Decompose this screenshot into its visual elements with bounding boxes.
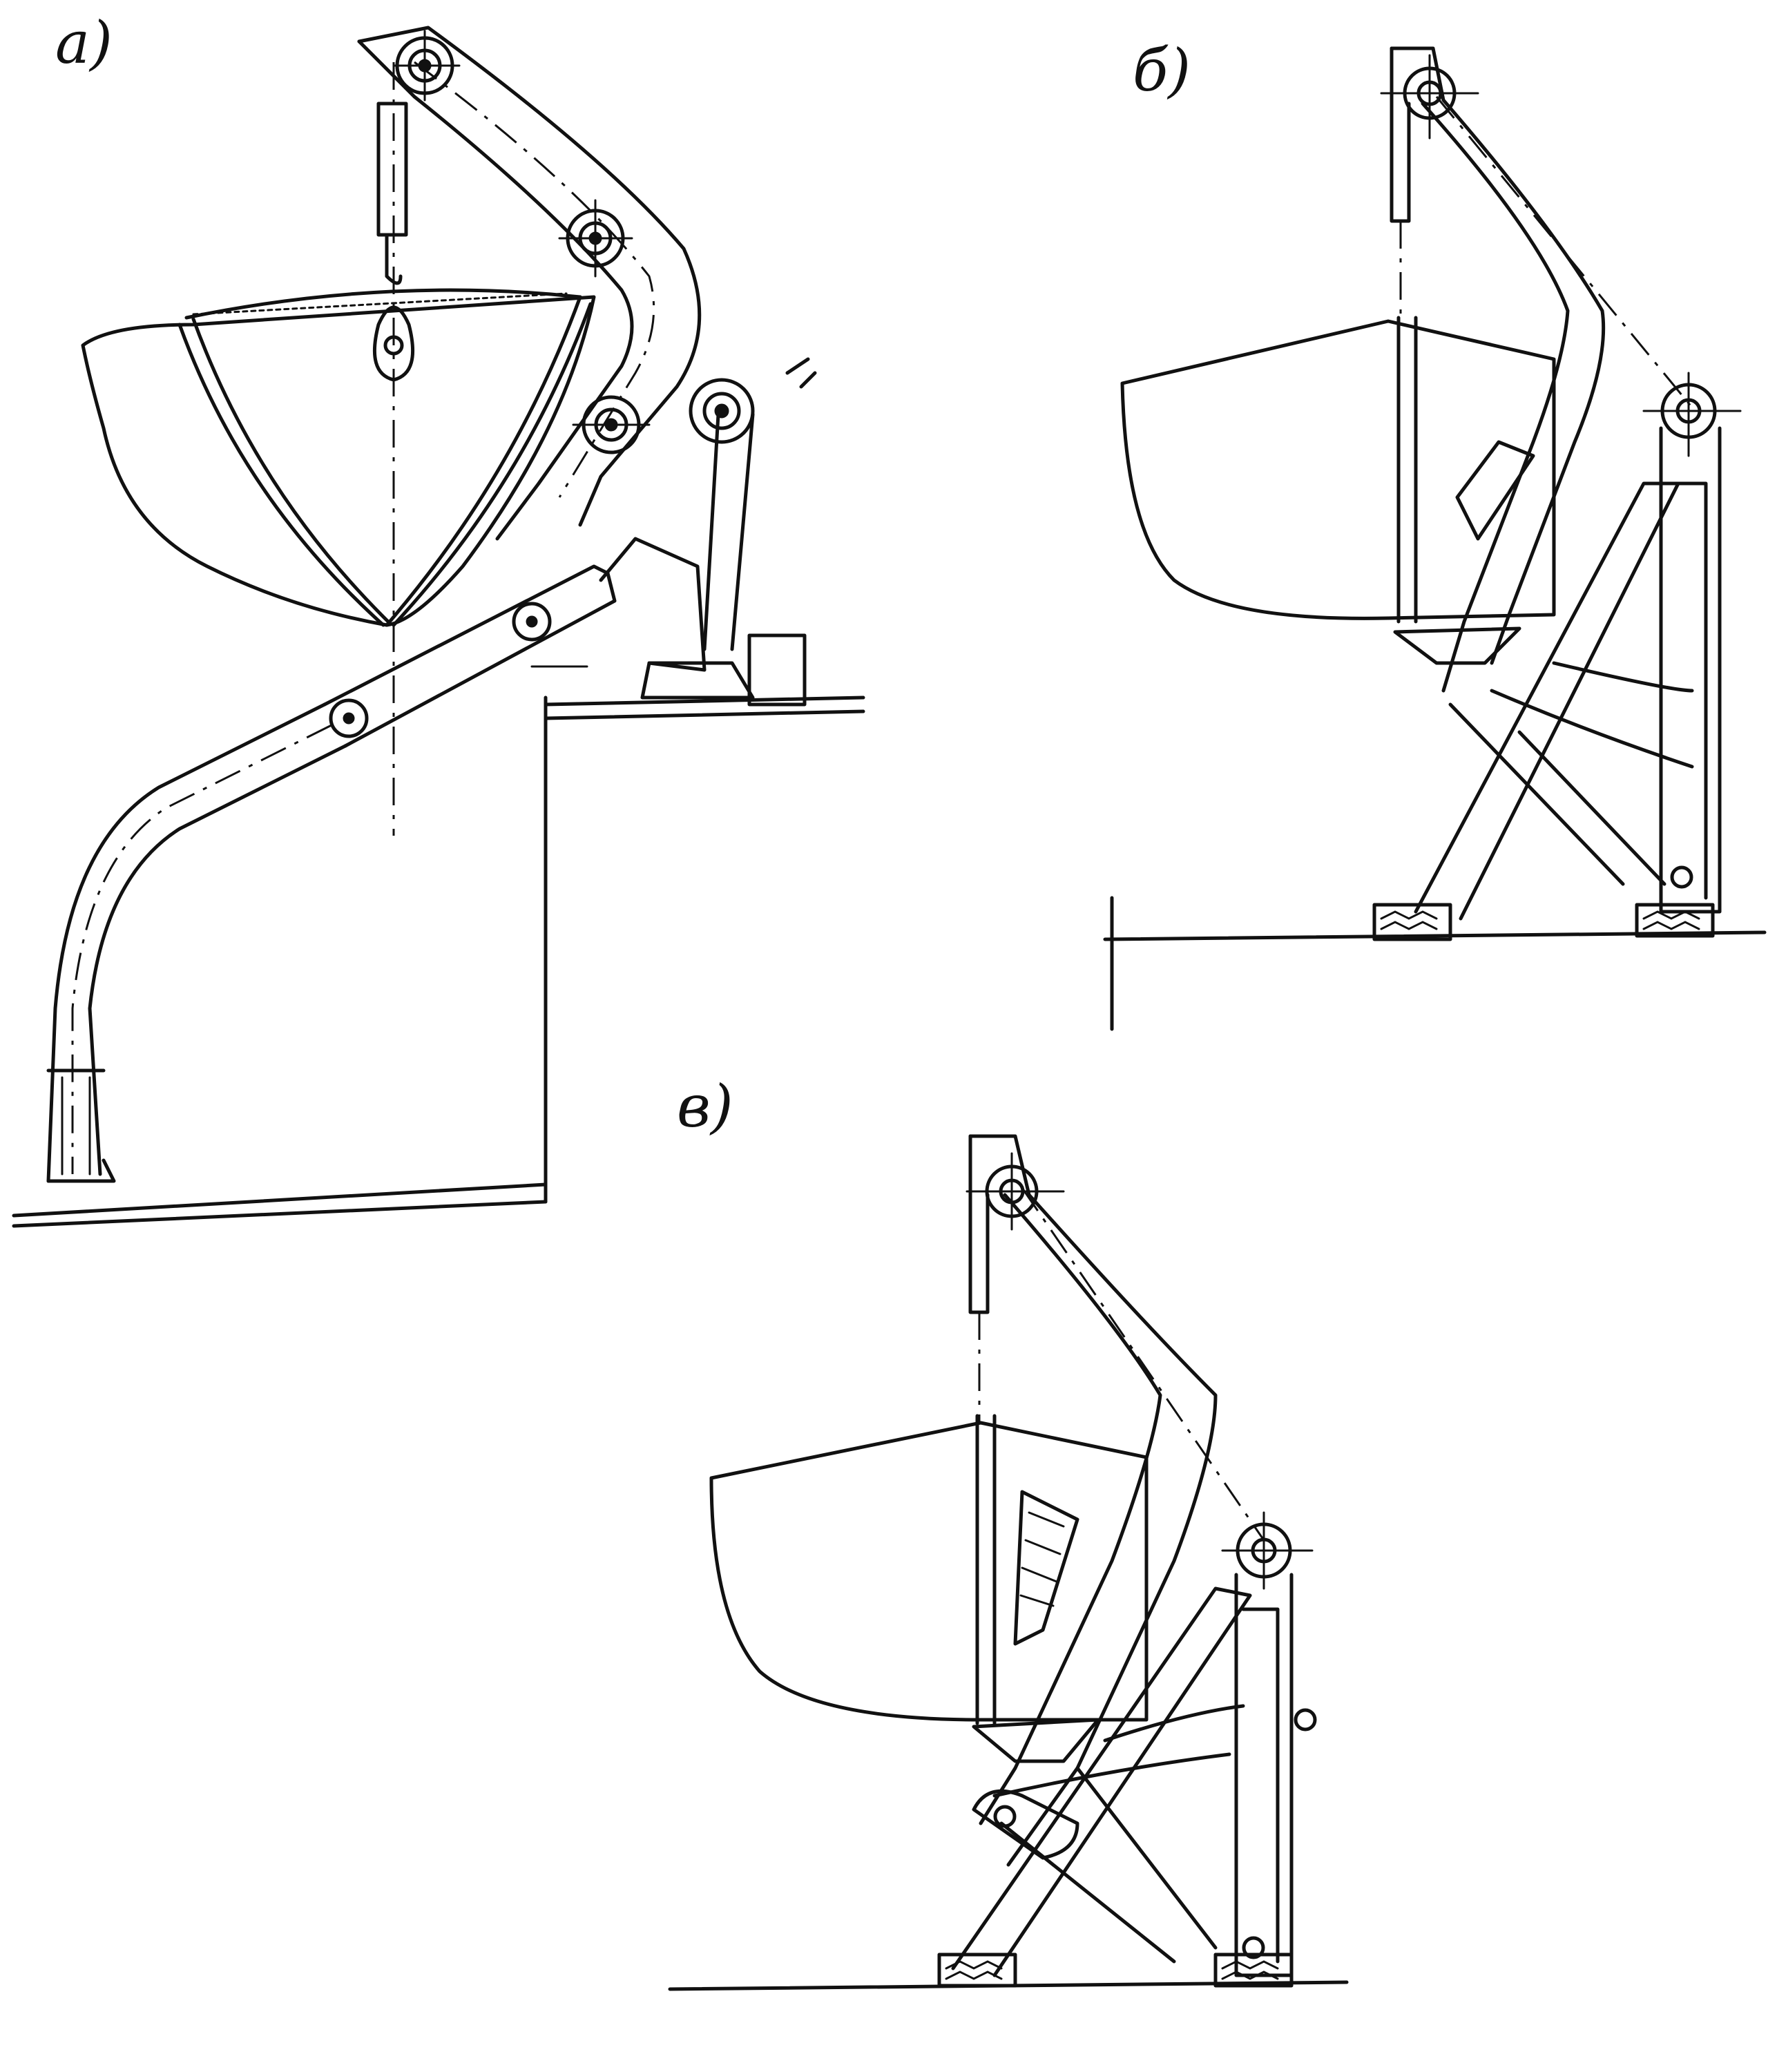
davit-track-a (46, 564, 617, 1183)
winch-gear-a (530, 357, 817, 707)
lifeboat-hull-a (81, 288, 596, 627)
lifeboat-hull-b (1120, 316, 1556, 624)
ship-hull-side (12, 696, 865, 1228)
davit-arm-c (968, 1134, 1265, 1867)
deck-chocks-b (1372, 903, 1715, 941)
panel-a-drawing (12, 26, 865, 1228)
panel-label-a: а) (55, 9, 113, 77)
davit-frame-c (951, 1490, 1317, 1977)
sheave-blocks-a (392, 30, 755, 454)
panel-b-drawing (1103, 46, 1767, 1031)
davit-arm-a (357, 26, 702, 541)
davit-arm-b (1390, 46, 1693, 693)
panel-c-drawing (668, 1134, 1349, 1991)
lifeboat-hull-c (709, 1414, 1149, 1725)
deck-chocks-c (937, 1953, 1294, 1988)
sheave-blocks-c (966, 1152, 1314, 1590)
davit-frame-b (1393, 426, 1722, 921)
panel-label-c: в) (677, 1073, 733, 1140)
panel-label-b: б) (1133, 37, 1191, 104)
deck-line-b (1103, 930, 1767, 941)
sheave-blocks-b (1380, 54, 1742, 457)
